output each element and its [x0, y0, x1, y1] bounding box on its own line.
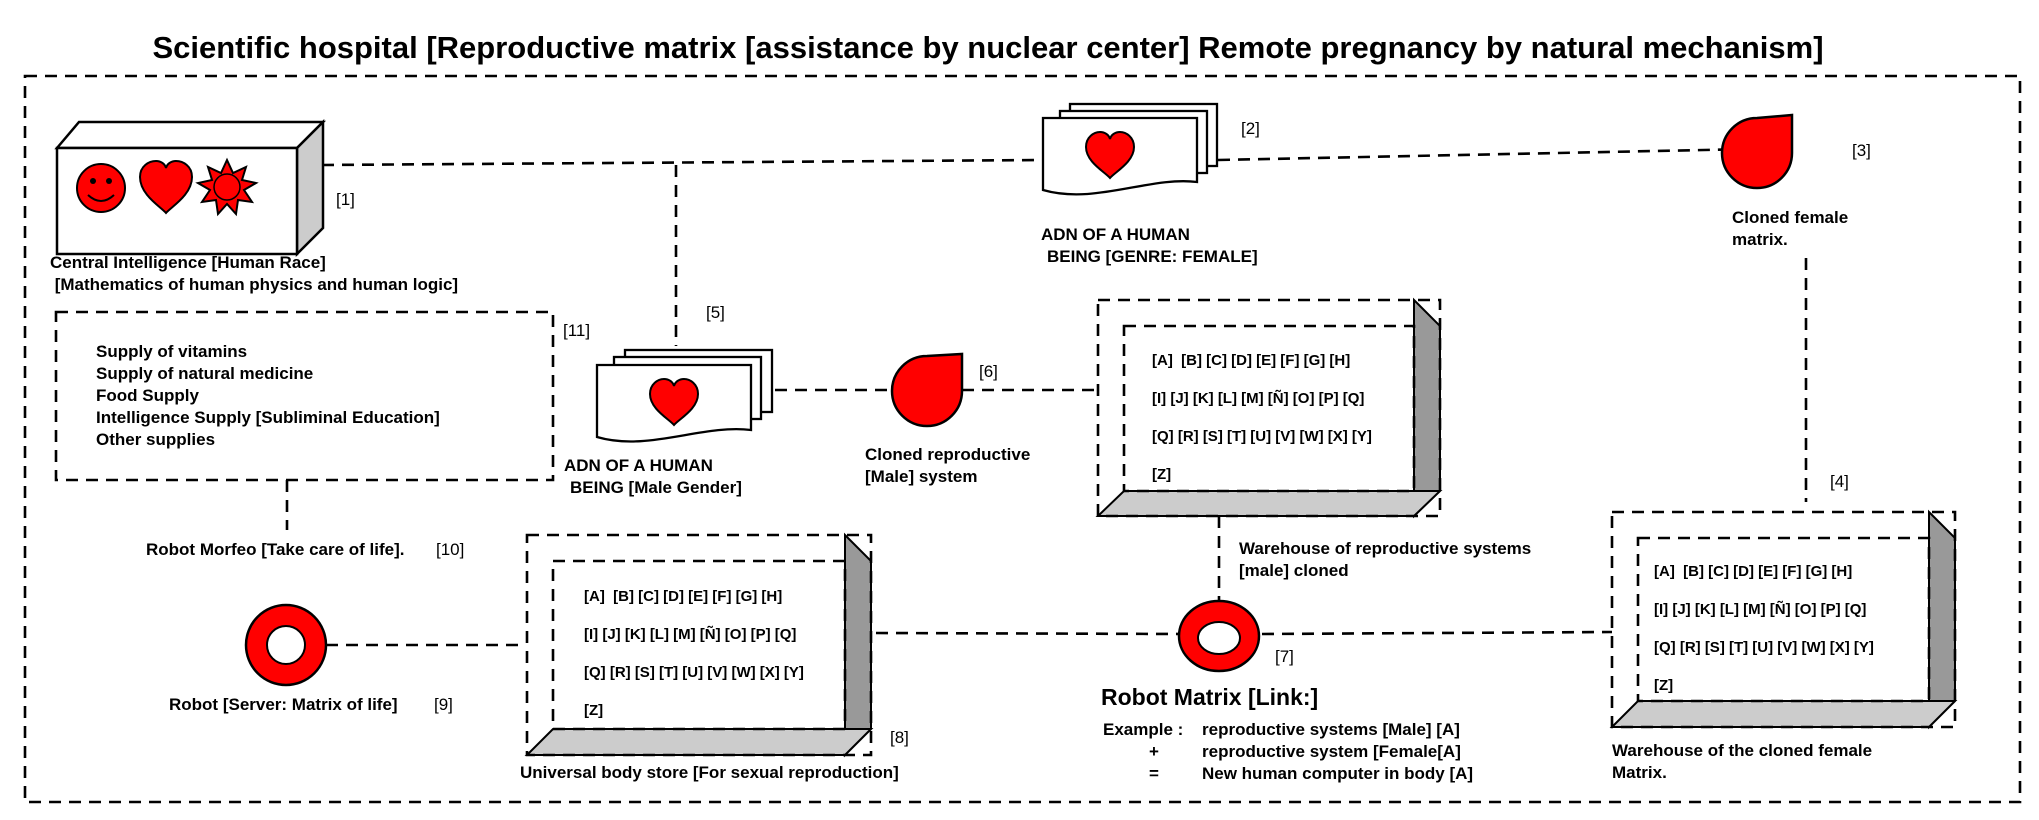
grid-row: [Q] [R] [S] [T] [U] [V] [W] [X] [Y]	[584, 664, 804, 681]
central-label-line1: Central Intelligence [Human Race]	[50, 253, 326, 272]
heart-icon	[138, 159, 194, 215]
male-system-label-line2: [Male] system	[865, 467, 977, 486]
grid-row: [A] [B] [C] [D] [E] [F] [G] [H]	[1152, 352, 1350, 369]
smiley-icon	[76, 163, 126, 213]
central-tag: [1]	[336, 190, 355, 209]
central-intelligence-box	[54, 118, 327, 258]
grid-row: [A] [B] [C] [D] [E] [F] [G] [H]	[1654, 563, 1852, 580]
dna-male-label-line1: ADN OF A HUMAN	[564, 456, 713, 475]
grid-row: [I] [J] [K] [L] [M] [Ñ] [O] [P] [Q]	[1152, 389, 1364, 407]
grid-row: [Q] [R] [S] [T] [U] [V] [W] [X] [Y]	[1654, 639, 1874, 656]
supplies-list: Supply of vitamins Supply of natural med…	[96, 342, 440, 449]
supply-item: Food Supply	[96, 386, 199, 405]
body-store-frame	[524, 532, 874, 758]
robot-morfeo-tag: [10]	[436, 540, 464, 559]
connector-lines	[285, 147, 1808, 647]
female-matrix-label-line1: Cloned female	[1732, 208, 1848, 227]
example-line: reproductive system [Female[A]	[1202, 742, 1461, 761]
robot-server-label: Robot [Server: Matrix of life]	[169, 695, 398, 714]
female-matrix-label-line2: matrix.	[1732, 230, 1788, 249]
supply-item: Other supplies	[96, 430, 215, 449]
female-warehouse-grid: [A] [B] [C] [D] [E] [F] [G] [H] [I] [J] …	[1654, 563, 1874, 694]
supply-item: Supply of natural medicine	[96, 364, 313, 383]
robot-matrix-tag: [7]	[1275, 647, 1294, 666]
dna-male-tag: [5]	[706, 303, 725, 322]
supplies-box	[54, 310, 555, 482]
dna-female-document-icon	[1041, 102, 1219, 196]
male-system-tag: [6]	[979, 362, 998, 381]
grid-row: [I] [J] [K] [L] [M] [Ñ] [O] [P] [Q]	[584, 625, 796, 643]
male-warehouse-grid: [A] [B] [C] [D] [E] [F] [G] [H] [I] [J] …	[1152, 352, 1372, 483]
body-store-grid: [A] [B] [C] [D] [E] [F] [G] [H] [I] [J] …	[584, 588, 804, 719]
grid-row: [Q] [R] [S] [T] [U] [V] [W] [X] [Y]	[1152, 428, 1372, 445]
sun-icon	[195, 157, 259, 217]
female-matrix-drop-icon	[1720, 113, 1794, 190]
grid-row: [I] [J] [K] [L] [M] [Ñ] [O] [P] [Q]	[1654, 600, 1866, 618]
male-warehouse-frame	[1095, 297, 1443, 519]
central-label-line2: [Mathematics of human physics and human …	[50, 275, 458, 294]
female-warehouse-label-line1: Warehouse of the cloned female	[1612, 741, 1872, 760]
robot-server-ring-icon	[244, 603, 328, 687]
grid-row: [Z]	[1152, 466, 1171, 483]
grid-row: [Z]	[1654, 677, 1673, 694]
male-warehouse-label-line2: [male] cloned	[1239, 561, 1349, 580]
robot-matrix-title: Robot Matrix [Link:]	[1101, 684, 1318, 710]
supply-item: Intelligence Supply [Subliminal Educatio…	[96, 408, 440, 427]
grid-row: [A] [B] [C] [D] [E] [F] [G] [H]	[584, 588, 782, 605]
plus-operator: +	[1149, 742, 1159, 761]
robot-matrix-example: Example : reproductive systems [Male] [A…	[1103, 720, 1473, 783]
dna-female-tag: [2]	[1241, 119, 1260, 138]
dna-male-document-icon	[595, 348, 774, 443]
body-store-tag: [8]	[890, 728, 909, 747]
female-matrix-tag: [3]	[1852, 141, 1871, 160]
dna-female-label-line1: ADN OF A HUMAN	[1041, 225, 1190, 244]
equals-operator: =	[1149, 764, 1159, 783]
robot-server-tag: [9]	[434, 695, 453, 714]
robot-matrix-ring-icon	[1177, 599, 1261, 673]
grid-row: [Z]	[584, 702, 603, 719]
dna-female-label-line2: BEING [GENRE: FEMALE]	[1047, 247, 1258, 266]
supplies-tag: [11]	[563, 321, 590, 340]
example-line: New human computer in body [A]	[1202, 764, 1473, 783]
male-system-label-line1: Cloned reproductive	[865, 445, 1030, 464]
dna-male-label-line2: BEING [Male Gender]	[570, 478, 742, 497]
example-label: Example :	[1103, 720, 1183, 739]
supply-item: Supply of vitamins	[96, 342, 247, 361]
example-line: reproductive systems [Male] [A]	[1202, 720, 1460, 739]
male-warehouse-label-line1: Warehouse of reproductive systems	[1239, 539, 1531, 558]
female-warehouse-tag: [4]	[1830, 472, 1849, 491]
page-title: Scientific hospital [Reproductive matrix…	[152, 30, 1823, 65]
robot-morfeo-label: Robot Morfeo [Take care of life].	[146, 540, 405, 559]
male-system-drop-icon	[890, 352, 964, 428]
female-warehouse-label-line2: Matrix.	[1612, 763, 1667, 782]
female-warehouse-frame	[1609, 509, 1958, 730]
body-store-label: Universal body store [For sexual reprodu…	[520, 763, 899, 782]
